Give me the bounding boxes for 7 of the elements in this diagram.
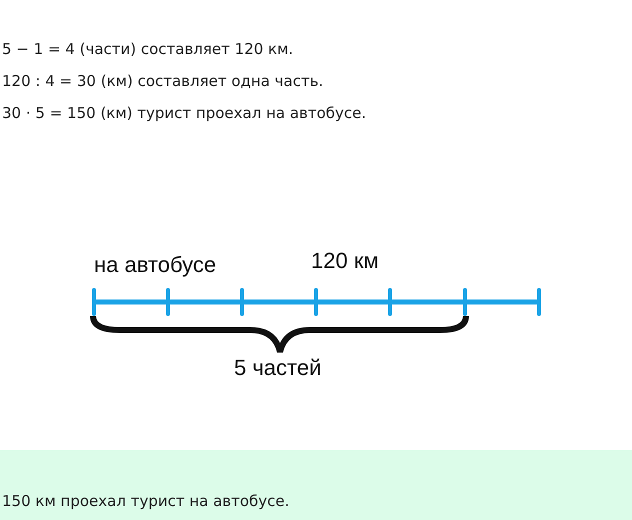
segment-label: 5 частей [234,355,322,381]
segment-label: 120 км [311,248,379,274]
segment-label: на автобусе [94,252,216,278]
solution-text: 5 − 1 = 4 (части) составляет 120 км. [2,40,294,58]
solution-text: 120 : 4 = 30 (км) составляет одна часть. [2,72,324,90]
solution-text: 30 · 5 = 150 (км) турист проехал на автобусе. [2,104,366,122]
solution-text: 150 км проехал турист на автобусе. [2,492,290,510]
